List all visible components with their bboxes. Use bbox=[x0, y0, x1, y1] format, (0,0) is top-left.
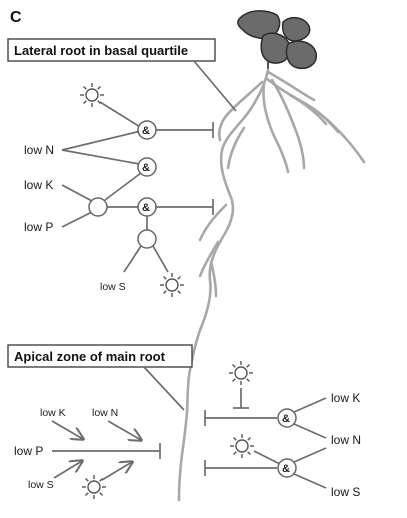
and-node bbox=[277, 408, 297, 428]
label-low-s: low S bbox=[100, 281, 126, 293]
label-low-n: low N bbox=[92, 407, 118, 419]
apical-zone-box: Apical zone of main root bbox=[7, 344, 193, 411]
and-node bbox=[137, 197, 157, 217]
sun-icon bbox=[160, 273, 184, 297]
label-low-k: low K bbox=[24, 178, 53, 192]
panel-label: C bbox=[10, 9, 22, 26]
and-node bbox=[137, 157, 157, 177]
sun-icon bbox=[230, 434, 254, 458]
label-low-n: low N bbox=[331, 433, 361, 447]
label-low-k: low K bbox=[331, 391, 360, 405]
apical-right-network: & & low K low N low S bbox=[204, 361, 361, 499]
apical-zone-title: Apical zone of main root bbox=[14, 349, 166, 364]
lateral-root-box: Lateral root in basal quartile bbox=[7, 38, 237, 112]
leaf-icon bbox=[285, 40, 317, 70]
label-low-k: low K bbox=[40, 407, 66, 419]
and-symbol: & bbox=[142, 125, 150, 137]
lateral-network: & & & low N low K bbox=[24, 83, 214, 297]
main-root bbox=[177, 68, 270, 502]
and-node bbox=[277, 458, 297, 478]
label-low-s: low S bbox=[331, 485, 360, 499]
root-system bbox=[177, 68, 366, 502]
lateral-root-title: Lateral root in basal quartile bbox=[14, 43, 188, 58]
sun-icon bbox=[229, 361, 253, 385]
and-symbol: & bbox=[142, 202, 150, 214]
shoot bbox=[237, 10, 317, 72]
and-symbol: & bbox=[282, 463, 290, 475]
apical-left-network: low K low N low P low S bbox=[14, 407, 161, 499]
junction-node bbox=[137, 229, 157, 249]
leaf-icon bbox=[281, 16, 311, 42]
leaf-icon bbox=[260, 32, 291, 64]
label-low-p: low P bbox=[14, 444, 43, 458]
and-symbol: & bbox=[142, 162, 150, 174]
sun-icon bbox=[80, 83, 104, 107]
label-low-n: low N bbox=[24, 143, 54, 157]
and-node bbox=[137, 120, 157, 140]
label-low-p: low P bbox=[24, 220, 53, 234]
label-low-s: low S bbox=[28, 479, 54, 491]
sun-icon bbox=[82, 475, 106, 499]
and-symbol: & bbox=[282, 413, 290, 425]
junction-node bbox=[88, 197, 108, 217]
